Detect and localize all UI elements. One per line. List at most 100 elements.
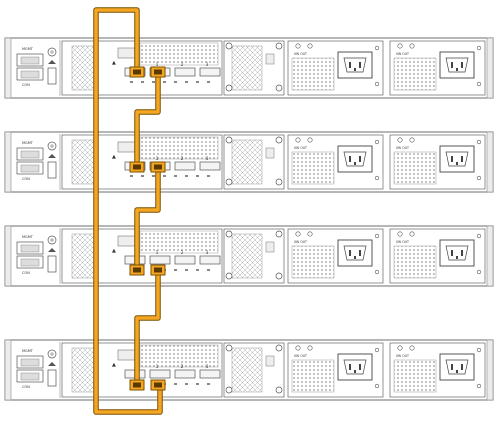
port-led [174,269,177,271]
usb-icon [48,362,56,366]
psu-screw [374,383,380,389]
rack-ear-left [4,37,12,99]
fan-grille [231,45,263,91]
sfp-port [174,161,196,171]
ac-pin [451,156,453,162]
ac-pin [359,250,361,256]
console-label: CON [22,271,30,275]
psu-status-label: 0W OUT [294,146,307,150]
port-led [152,175,155,177]
stack-port-a-connector-plug [133,69,141,75]
rack-ear-left [4,339,12,401]
port-number: 3 [206,250,209,255]
screw-icon [275,178,283,186]
power-supply-1: 0W OUT [287,134,384,190]
psu-screw [476,233,482,239]
sfp-port [199,161,221,171]
sfp-port [149,255,171,265]
cable-link-3-core [135,268,160,387]
ac-pin [456,370,458,373]
port-led [185,269,188,271]
mgmt-label: MGMT [22,349,34,353]
reset-button-core [50,352,54,356]
psu-led [409,43,415,49]
port-led [196,81,199,83]
ac-pin [349,364,351,370]
ac-pin [461,364,463,370]
screw-icon [225,230,233,238]
psu-screw [374,347,380,353]
fan-led-block [265,53,275,65]
console-port-socket [20,372,40,381]
console-port-socket [20,258,40,267]
port-number: 1 [156,62,159,67]
port-led [130,175,133,177]
ac-pin [451,62,453,68]
reset-button-core [50,238,54,242]
psu-vent [393,151,437,185]
port-led [207,383,210,385]
stacking-cables [93,7,166,415]
ac-inlet-socket [445,151,469,167]
ac-pin [456,162,458,165]
mgmt-label: MGMT [22,47,34,51]
psu-screw [374,233,380,239]
fan-grille [231,233,263,279]
ac-pin [354,68,356,71]
mgmt-label: MGMT [22,235,34,239]
port-number: 2 [181,156,184,161]
port-number: 1 [156,250,159,255]
module-grille-left [71,45,97,91]
module-grille-left [71,347,97,393]
sfp-port [174,369,196,379]
port-number: 1 [156,364,159,369]
screw-icon [225,84,233,92]
fan-grille [231,139,263,185]
psu-led [397,137,403,143]
module-grille-left [71,233,97,279]
port-led [174,175,177,177]
rack-ear-left [4,225,12,287]
psu-status-label: 0W OUT [396,354,409,358]
psu-led [409,231,415,237]
console-port-socket [20,164,40,173]
rack-ear-right [486,225,494,287]
sfp-port [199,369,221,379]
port-led [130,81,133,83]
screw-icon [225,42,233,50]
psu-screw [476,175,482,181]
console-label: CON [22,385,30,389]
cable-link-3 [134,267,161,388]
power-supply-1: 0W OUT [287,342,384,398]
usb-port [47,369,57,387]
cable-link-1 [134,69,161,170]
ac-pin [461,250,463,256]
ac-pin [359,62,361,68]
port-number: 3 [206,156,209,161]
console-label: CON [22,83,30,87]
ac-pin [451,364,453,370]
psu-screw [374,81,380,87]
screw-icon [225,386,233,394]
module-arrow-icon: ▲ [112,154,116,160]
stack-port-b-connector-plug [154,267,162,273]
stack-port-a-connector-plug [133,267,141,273]
port-number: 2 [181,364,184,369]
power-supply-2: 0W OUT [389,342,486,398]
stack-port-b-connector-plug [154,382,162,388]
rack-ear-right [486,339,494,401]
port-led [185,383,188,385]
rack-ear-right [486,131,494,193]
sfp-port [174,67,196,77]
stack-port-b-connector-plug [154,164,162,170]
psu-led [397,345,403,351]
port-number: 1 [156,156,159,161]
module-latch [117,349,137,361]
usb-icon [48,154,56,158]
psu-screw [476,269,482,275]
ac-pin [359,364,361,370]
psu-screw [476,347,482,353]
sfp-port [149,369,171,379]
reset-button-core [50,144,54,148]
ac-inlet-socket [343,57,367,73]
